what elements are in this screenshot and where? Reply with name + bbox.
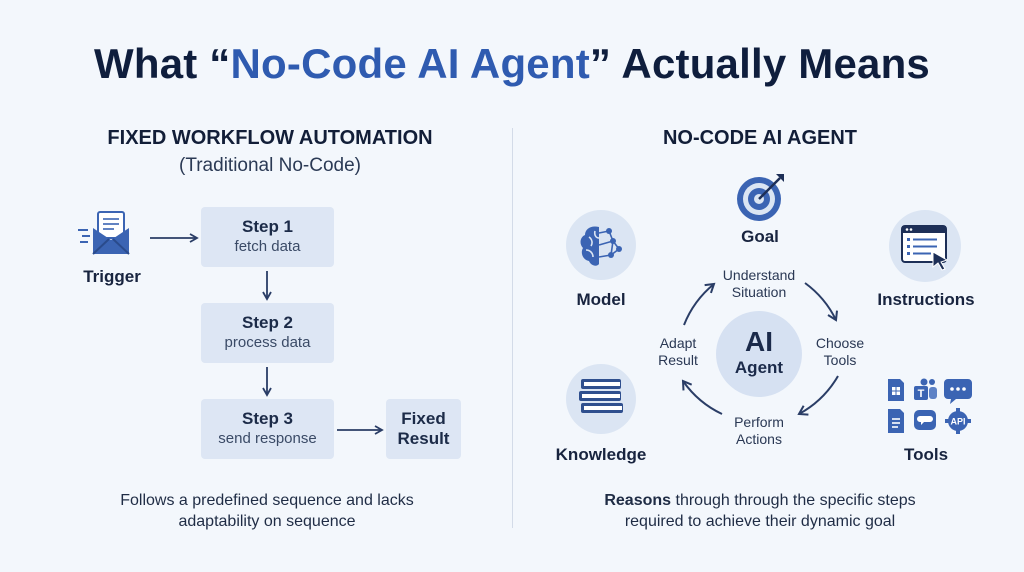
- left-caption: Follows a predefined sequence and lacks …: [30, 490, 504, 532]
- step-3-title: Step 3: [241, 409, 294, 428]
- agent-ai-text: AI: [745, 326, 773, 357]
- goal-label: Goal: [741, 227, 779, 246]
- step-2-title: Step 2: [241, 313, 294, 332]
- cycle-choose-1: Choose: [815, 335, 865, 351]
- step-1-desc: fetch data: [234, 238, 301, 255]
- mail-icon: [76, 206, 138, 258]
- section-divider: [512, 128, 513, 528]
- right-caption-line2: required to achieve their dynamic goal: [624, 513, 896, 530]
- ai-agent-circle: AI Agent: [716, 311, 802, 397]
- cycle-arrow-top-left: [683, 282, 716, 326]
- model-label: Model: [576, 290, 626, 309]
- knowledge-label: Knowledge: [555, 445, 647, 464]
- api-gear-icon: API: [945, 408, 971, 434]
- tools-label: Tools: [903, 445, 949, 464]
- step-2-desc: process data: [224, 334, 311, 351]
- step-2-box: Step 2 process data: [201, 303, 334, 363]
- books-icon: [575, 373, 629, 425]
- docs-icon: [888, 409, 904, 433]
- step-1-title: Step 1: [241, 217, 294, 236]
- cycle-adapt: Adapt Result: [643, 335, 713, 369]
- right-caption: Reasons through through the specific ste…: [540, 490, 980, 532]
- cycle-adapt-2: Result: [658, 352, 698, 368]
- fixed-result-box: Fixed Result: [386, 399, 461, 459]
- cycle-understand-1: Understand: [722, 267, 796, 283]
- cycle-perform: Perform Actions: [714, 414, 804, 448]
- left-subheading: (Traditional No-Code): [179, 155, 361, 176]
- browser-window-icon: [899, 222, 953, 272]
- step-1-box: Step 1 fetch data: [201, 207, 334, 267]
- title-accent: No-Code AI Agent: [230, 40, 590, 87]
- brain-icon: [573, 217, 629, 273]
- right-caption-rest: through through the specific steps: [671, 492, 916, 509]
- cycle-arrow-top-right: [804, 282, 838, 322]
- fixed-result-line1: Fixed: [401, 409, 446, 428]
- title-prefix: What “: [94, 40, 231, 87]
- step-3-box: Step 3 send response: [201, 399, 334, 459]
- chat-bubble-icon: [944, 379, 972, 404]
- cycle-choose-2: Tools: [823, 352, 857, 368]
- title-suffix: ” Actually Means: [589, 40, 930, 87]
- cycle-choose: Choose Tools: [800, 335, 880, 369]
- message-icon: [914, 410, 936, 430]
- api-text: API: [950, 417, 965, 427]
- left-caption-line1: Follows a predefined sequence and lacks: [120, 492, 414, 509]
- agent-word-text: Agent: [734, 358, 784, 377]
- trigger-label: Trigger: [83, 267, 141, 286]
- left-heading: FIXED WORKFLOW AUTOMATION: [107, 127, 433, 149]
- cycle-perform-1: Perform: [734, 414, 784, 430]
- app-icons: T API: [884, 377, 974, 435]
- cycle-adapt-1: Adapt: [659, 335, 697, 351]
- instructions-label: Instructions: [877, 290, 975, 309]
- cycle-understand: Understand Situation: [699, 267, 819, 301]
- sheets-icon: [888, 379, 904, 401]
- left-caption-line2: adaptability on sequence: [178, 513, 356, 530]
- cycle-arrow-bottom-right: [797, 375, 839, 416]
- right-heading: NO-CODE AI AGENT: [662, 127, 858, 149]
- cycle-arrow-bottom-left: [681, 379, 723, 415]
- cycle-understand-2: Situation: [731, 284, 787, 300]
- right-caption-bold: Reasons: [604, 492, 672, 509]
- target-icon: [734, 170, 788, 224]
- page-title: What “No-Code AI Agent” Actually Means: [0, 40, 1024, 88]
- teams-icon: T: [914, 378, 937, 400]
- fixed-result-line2: Result: [397, 429, 450, 448]
- step-3-desc: send response: [218, 430, 317, 447]
- cycle-perform-2: Actions: [736, 431, 782, 447]
- svg-text:T: T: [918, 388, 925, 400]
